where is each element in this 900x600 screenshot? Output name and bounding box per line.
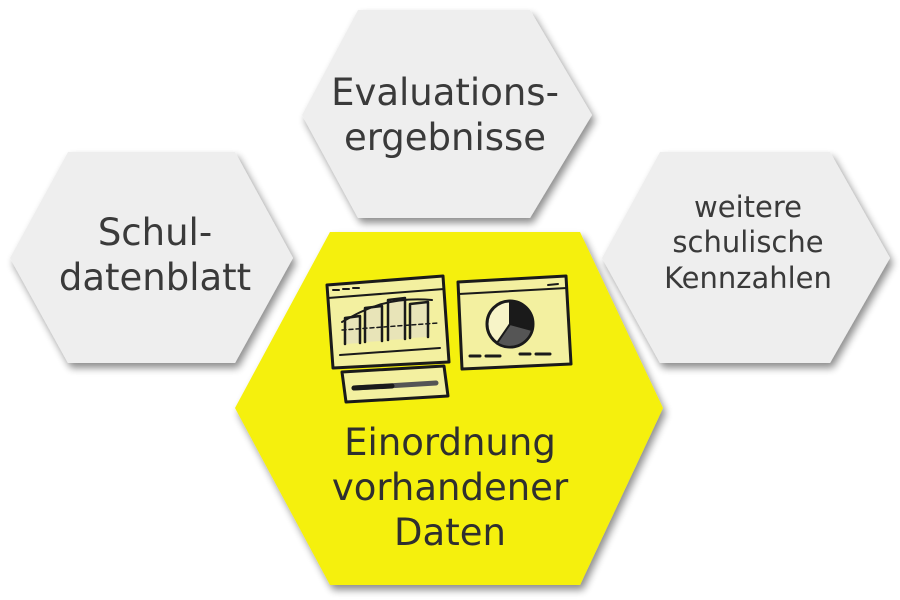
hexagon-top — [302, 10, 592, 218]
bar-chart-window-icon — [325, 274, 451, 370]
label-line: Daten — [394, 511, 506, 555]
label-line: schulische — [672, 225, 824, 260]
label-schuldatenblatt: Schul- datenblatt — [20, 210, 290, 300]
label-line: Kennzahlen — [664, 260, 832, 295]
label-line: Evaluations- — [331, 71, 559, 114]
label-evaluationsergebnisse: Evaluations- ergebnisse — [300, 70, 590, 160]
slider-panel-icon — [340, 364, 450, 404]
label-weitere-kennzahlen: weitere schulische Kennzahlen — [608, 190, 888, 296]
dashboard-sketch-icon — [325, 274, 573, 404]
label-einordnung-daten: Einordnung vorhandener Daten — [245, 420, 655, 555]
label-line: Schul- — [97, 211, 213, 254]
label-line: ergebnisse — [343, 116, 547, 160]
hexagon-right — [602, 152, 890, 363]
label-line: weitere — [694, 190, 802, 224]
hexagon-left — [10, 152, 293, 363]
label-line: Einordnung — [344, 421, 556, 464]
pie-chart-window-icon — [456, 274, 573, 371]
label-line: datenblatt — [58, 256, 252, 300]
label-line: vorhandener — [331, 466, 569, 510]
